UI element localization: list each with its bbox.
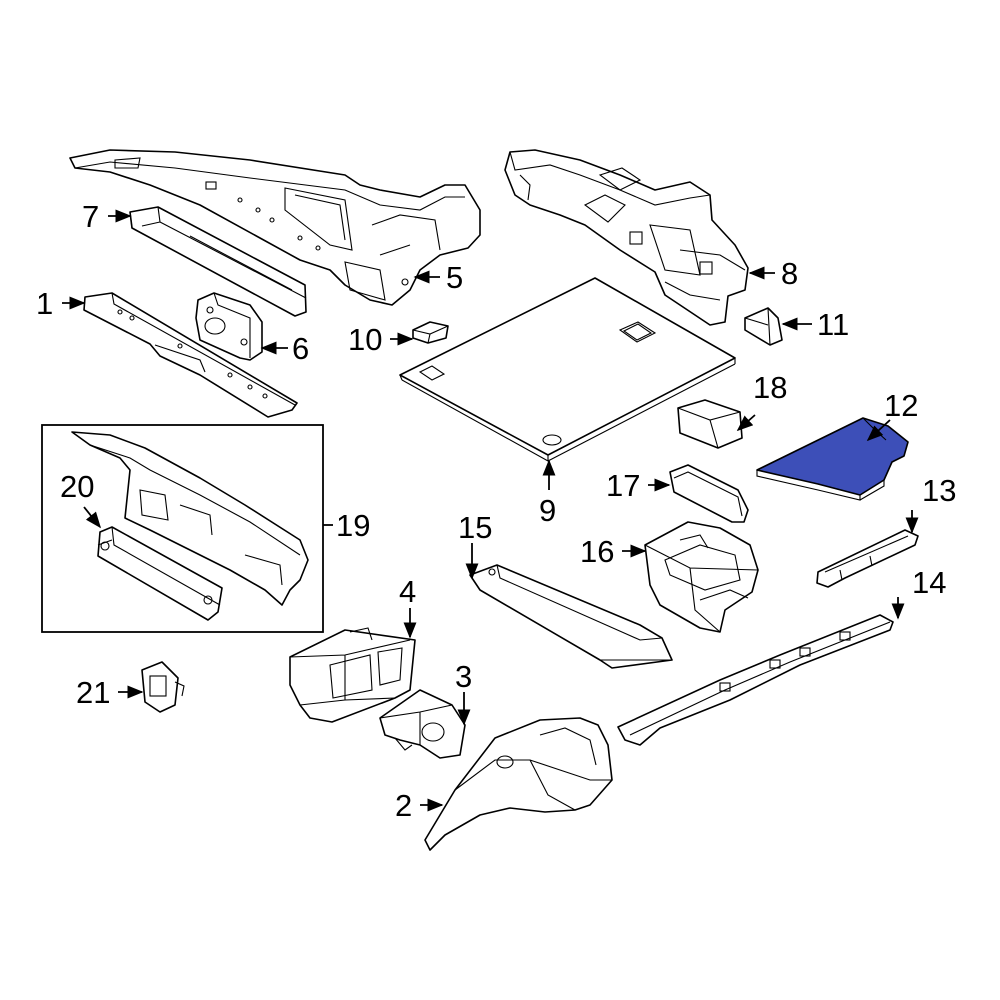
callout-10: 10 <box>348 322 382 357</box>
callout-20: 20 <box>60 469 94 504</box>
callout-7: 7 <box>82 199 99 234</box>
part-2-side-trim[interactable] <box>424 717 613 851</box>
callout-16: 16 <box>580 534 614 569</box>
callout-11: 11 <box>817 307 849 342</box>
callout-3: 3 <box>455 659 472 694</box>
part-20-bar[interactable] <box>97 526 223 621</box>
part-15-cover[interactable] <box>469 564 673 669</box>
part-19-reinforcement[interactable] <box>71 431 309 606</box>
callout-14: 14 <box>912 565 946 600</box>
part-11-bracket[interactable] <box>744 307 783 346</box>
callout-5: 5 <box>446 260 463 295</box>
callout-1: 1 <box>36 286 53 321</box>
part-12-trim-panel[interactable] <box>756 417 909 501</box>
part-16-insert[interactable] <box>644 521 759 633</box>
callout-21: 21 <box>76 675 110 710</box>
callout-19: 19 <box>336 508 370 543</box>
part-4-bracket[interactable] <box>289 627 416 723</box>
callout-9: 9 <box>539 493 556 528</box>
part-1-rail[interactable] <box>83 292 298 418</box>
leader-lines <box>62 209 919 812</box>
detail-frame-19 <box>41 424 324 633</box>
callout-13: 13 <box>922 473 956 508</box>
part-6-bracket[interactable] <box>195 292 263 361</box>
callout-labels: 1 2 3 4 5 6 7 8 9 10 11 12 13 14 15 16 1… <box>36 199 956 823</box>
part-18-box[interactable] <box>677 399 743 449</box>
callout-12: 12 <box>884 388 918 423</box>
callout-18: 18 <box>753 370 787 405</box>
leader-12 <box>866 419 891 442</box>
callout-6: 6 <box>292 331 309 366</box>
part-8-bracket[interactable] <box>504 149 749 326</box>
part-21-clip[interactable] <box>141 661 185 713</box>
part-5-quarter-panel[interactable] <box>69 149 481 306</box>
callout-2: 2 <box>395 788 412 823</box>
part-10-clip[interactable] <box>412 321 449 344</box>
callout-8: 8 <box>781 256 798 291</box>
part-17-strip[interactable] <box>669 464 749 523</box>
part-14-rail[interactable] <box>617 614 894 746</box>
part-3-bracket[interactable] <box>379 689 466 759</box>
part-13-rail[interactable] <box>816 529 919 588</box>
callout-15: 15 <box>458 510 492 545</box>
leader-20 <box>83 506 102 529</box>
callout-4: 4 <box>399 574 416 609</box>
callout-17: 17 <box>606 468 640 503</box>
leader-18 <box>736 414 756 432</box>
